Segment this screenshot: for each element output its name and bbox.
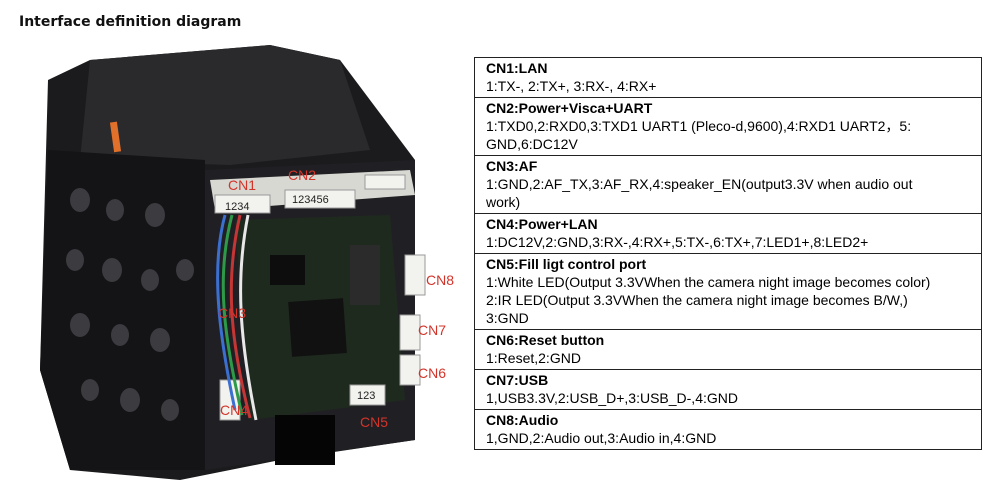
table-row-cn6: CN6:Reset button 1:Reset,2:GND — [475, 329, 981, 369]
table-row-cn5: CN5:Fill ligt control port 1:White LED(O… — [475, 253, 981, 329]
table-row-cn2: CN2:Power+Visca+UART 1:TXD0,2:RXD0,3:TXD… — [475, 97, 981, 155]
interface-table: CN1:LAN 1:TX-, 2:TX+, 3:RX-, 4:RX+ CN2:P… — [474, 57, 982, 450]
row-line: 1:White LED(Output 3.3VWhen the camera n… — [486, 274, 931, 290]
silk-1234: 1234 — [225, 201, 249, 213]
row-title: CN3:AF — [486, 158, 538, 174]
silk-123: 123 — [357, 390, 375, 402]
page-title: Interface definition diagram — [19, 14, 242, 30]
silk-123456: 123456 — [292, 194, 329, 206]
row-title: CN6:Reset button — [486, 332, 605, 348]
table-row-cn1: CN1:LAN 1:TX-, 2:TX+, 3:RX-, 4:RX+ — [475, 58, 981, 97]
row-title: CN7:USB — [486, 372, 549, 388]
wires — [216, 214, 258, 421]
camera-module-photo: 1234 123456 123 CN1 CN2 CN8 CN7 CN6 CN5 … — [20, 40, 460, 485]
label-cn1: CN1 — [228, 177, 256, 193]
side-holes — [66, 188, 194, 421]
table-row-cn4: CN4:Power+LAN 1:DC12V,2:GND,3:RX-,4:RX+,… — [475, 213, 981, 253]
row-line: 1,GND,2:Audio out,3:Audio in,4:GND — [486, 430, 717, 446]
table-row-cn3: CN3:AF 1:GND,2:AF_TX,3:AF_RX,4:speaker_E… — [475, 155, 981, 213]
row-title: CN1:LAN — [486, 60, 548, 76]
orange-strip — [109, 121, 122, 153]
row-title: CN5:Fill ligt control port — [486, 256, 647, 272]
row-line: GND,6:DC12V — [486, 136, 578, 152]
white-connectors — [214, 174, 426, 421]
row-line: 1,USB3.3V,2:USB_D+,3:USB_D-,4:GND — [486, 390, 738, 406]
sub-chip — [270, 255, 305, 285]
left-side-panel — [40, 150, 205, 470]
row-title: CN4:Power+LAN — [486, 216, 598, 232]
row-title: CN2:Power+Visca+UART — [486, 100, 653, 116]
row-title: CN8:Audio — [486, 412, 559, 428]
row-line: 1:DC12V,2:GND,3:RX-,4:RX+,5:TX-,6:TX+,7:… — [486, 234, 869, 250]
label-cn3: CN3 — [218, 305, 246, 321]
main-chip — [288, 298, 347, 357]
label-cn5: CN5 — [360, 414, 388, 430]
row-line: 1:TXD0,2:RXD0,3:TXD1 UART1 (Pleco-d,9600… — [486, 118, 912, 134]
label-cn8: CN8 — [426, 272, 454, 288]
ribbon-cable — [350, 245, 380, 305]
row-line: 2:IR LED(Output 3.3VWhen the camera nigh… — [486, 292, 908, 308]
bottom-connector — [275, 415, 335, 465]
camera-module-illustration: 1234 123456 123 CN1 CN2 CN8 CN7 CN6 CN5 … — [40, 45, 454, 480]
table-row-cn8: CN8:Audio 1,GND,2:Audio out,3:Audio in,4… — [475, 409, 981, 449]
label-cn6: CN6 — [418, 365, 446, 381]
row-line: 1:GND,2:AF_TX,3:AF_RX,4:speaker_EN(outpu… — [486, 176, 913, 192]
row-line: work) — [486, 194, 521, 210]
label-cn4: CN4 — [220, 402, 248, 418]
label-cn2: CN2 — [288, 167, 316, 183]
row-line: 3:GND — [486, 310, 529, 326]
row-line: 1:Reset,2:GND — [486, 350, 581, 366]
label-cn7: CN7 — [418, 322, 446, 338]
camera-top-face — [80, 45, 370, 165]
table-row-cn7: CN7:USB 1,USB3.3V,2:USB_D+,3:USB_D-,4:GN… — [475, 369, 981, 409]
row-line: 1:TX-, 2:TX+, 3:RX-, 4:RX+ — [486, 78, 657, 94]
